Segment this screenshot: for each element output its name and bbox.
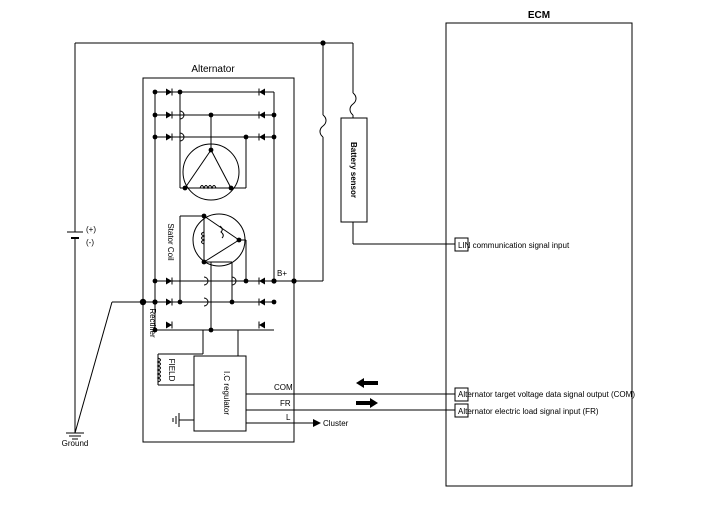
upper-stator-coil [179, 92, 247, 201]
battery-symbol: (+) (-) [67, 225, 96, 433]
fr-direction-arrow-icon [356, 398, 378, 408]
ground-label: Ground [62, 439, 89, 448]
battery-minus-label: (-) [86, 238, 94, 247]
battery-plus-label: (+) [86, 225, 96, 234]
rectifier-label: Rectifier [148, 308, 157, 338]
fuse-b-plus [294, 114, 327, 282]
battery-sensor-label: Battery sensor [349, 142, 358, 198]
wire-crossovers [179, 110, 237, 307]
l-terminal-label: L [286, 413, 291, 422]
ecm-com-input-label: Alternator target voltage data signal ou… [458, 390, 635, 399]
ecm-lin-input-label: LIN communication signal input [458, 241, 570, 250]
fr-terminal-label: FR [280, 399, 291, 408]
fuse-battery-sensor [349, 92, 357, 118]
rectifier-frame [139, 91, 297, 331]
field-label: FIELD [167, 359, 176, 382]
supply-wiring [74, 40, 354, 232]
com-direction-arrow-icon [356, 378, 378, 388]
ground-symbol: Ground [62, 301, 143, 448]
ic-regulator: I.C regulator [193, 330, 247, 432]
battery-sensor: Battery sensor LIN communication signal … [340, 117, 570, 252]
field-coil: FIELD [156, 330, 204, 386]
regulator-ground [172, 413, 194, 427]
ecm-fr-input-label: Alternator electric load signal input (F… [458, 407, 599, 416]
upper-diode-rows [152, 88, 277, 141]
cluster-label: Cluster [323, 419, 349, 428]
lower-stator-coil: Stator Coil [166, 213, 247, 302]
ecm-com-input: Alternator target voltage data signal ou… [454, 387, 635, 402]
com-terminal-label: COM [274, 383, 293, 392]
ic-regulator-label: I.C regulator [222, 371, 231, 415]
b-plus-terminal-label: B+ [277, 269, 287, 278]
ecm-fr-input: Alternator electric load signal input (F… [454, 403, 599, 418]
stator-coil-label: Stator Coil [166, 223, 175, 261]
lower-diode-rows: Rectifier [148, 262, 277, 338]
alternator-title: Alternator [191, 64, 235, 75]
ecm-title: ECM [528, 10, 550, 21]
regulator-outputs: COM FR L B+ Cluster [246, 269, 455, 428]
ecm-module: ECM [445, 10, 633, 487]
alternator-module: Alternator [142, 64, 295, 443]
